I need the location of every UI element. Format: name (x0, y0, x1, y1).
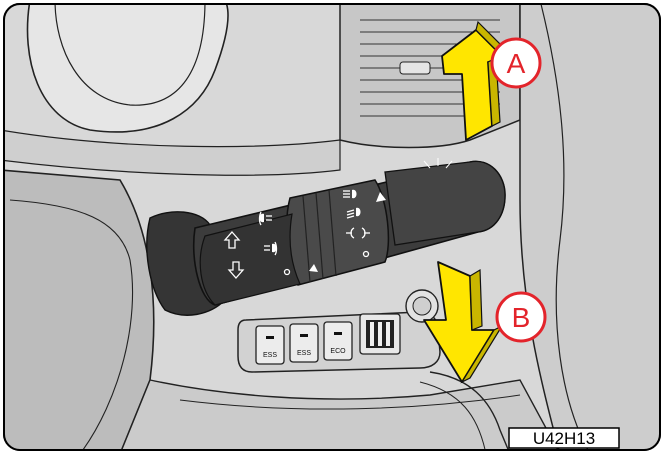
fog-off-dot (283, 268, 291, 276)
steering-shroud-inner (9, 199, 134, 450)
tip-rays (423, 158, 453, 169)
ess-button-1[interactable]: ESS (255, 325, 285, 365)
figure-code: U42H13 (533, 429, 595, 448)
switch-panel: ESS ESS ECO (237, 289, 441, 373)
lower-dash (118, 379, 562, 450)
collar-pointer (376, 192, 386, 202)
callout-a: A (490, 37, 542, 89)
callout-b: B (495, 291, 547, 343)
instrument-hood (26, 4, 229, 133)
vent-tab (399, 61, 431, 75)
lower-trim-2 (419, 381, 487, 450)
fog-switch-ring[interactable] (199, 213, 301, 306)
instrument-hood-inner (54, 4, 206, 106)
rear-fog-icon (264, 241, 278, 256)
ess-button-1-label: ESS (263, 352, 277, 359)
stalk-icons (223, 189, 386, 279)
ignition-ring[interactable] (405, 289, 439, 323)
ess-button-2[interactable]: ESS (289, 323, 319, 363)
right-console-edge (539, 4, 591, 450)
headlight-high-icon (343, 189, 357, 199)
collar-grooves (302, 189, 337, 283)
upper-dash-band (4, 129, 341, 176)
power-socket[interactable] (359, 313, 401, 355)
off-position-dot (362, 250, 370, 258)
headlight-low-icon (346, 207, 361, 219)
ess-button-2-label: ESS (297, 350, 311, 357)
turn-signal-down-icon (227, 261, 245, 279)
turn-signal-up-icon (223, 231, 241, 249)
lower-trim (429, 371, 511, 450)
parking-lights-icon (346, 227, 370, 239)
eco-button[interactable]: ECO (323, 321, 353, 361)
fog-pointer (309, 264, 318, 272)
lower-dash-line (179, 394, 521, 410)
figure-code-box: U42H13 (508, 427, 620, 449)
right-console (519, 4, 660, 450)
front-fog-icon (258, 211, 272, 226)
eco-button-label: ECO (330, 348, 346, 355)
callout-a-label: A (507, 48, 526, 79)
stalk-tip (384, 160, 506, 246)
callout-b-label: B (512, 302, 531, 333)
steering-shroud (4, 169, 155, 450)
